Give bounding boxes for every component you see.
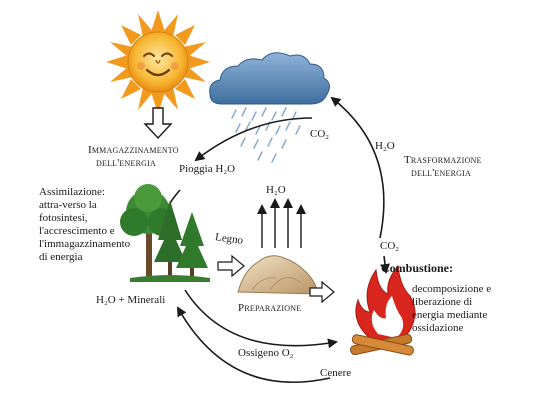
storage-label-line2: dell'energia [96,157,156,169]
rain-label: Pioggia H₂O [179,163,236,175]
rain-cloud-icon [209,52,330,163]
co2-right-label: CO₂ [380,240,400,252]
campfire-icon [350,264,416,356]
storage-label-line1: Immagazzinamento [88,144,179,156]
oxygen-label: Ossigeno O₂ [238,347,294,359]
sun-icon [106,10,210,114]
transform-label-line2: dell'energia [411,167,471,179]
energy-down-arrow [143,107,173,140]
wood-arrow [217,254,245,278]
co2-top-label: CO₂ [310,128,330,140]
wood-pile-icon [237,255,319,295]
evaporation-arrows [257,198,306,248]
preparation-arrow [309,280,335,304]
ash-label: Cenere [320,367,352,379]
assimilation-label: Assimilazione: attra-verso la fotosintes… [39,186,131,263]
h2o-right-label: H₂O [375,140,395,152]
trees-icon [120,184,210,282]
preparation-label: Preparazione [238,302,302,314]
h2o-center-label: H₂O [266,184,286,196]
water-minerals-label: H₂O + Minerali [96,294,166,306]
combustion-title: Combustione: [381,261,454,275]
transform-label-line1: Trasformazione [404,154,482,166]
combustion-description: decomposizione e liberazione di energia … [412,283,492,334]
